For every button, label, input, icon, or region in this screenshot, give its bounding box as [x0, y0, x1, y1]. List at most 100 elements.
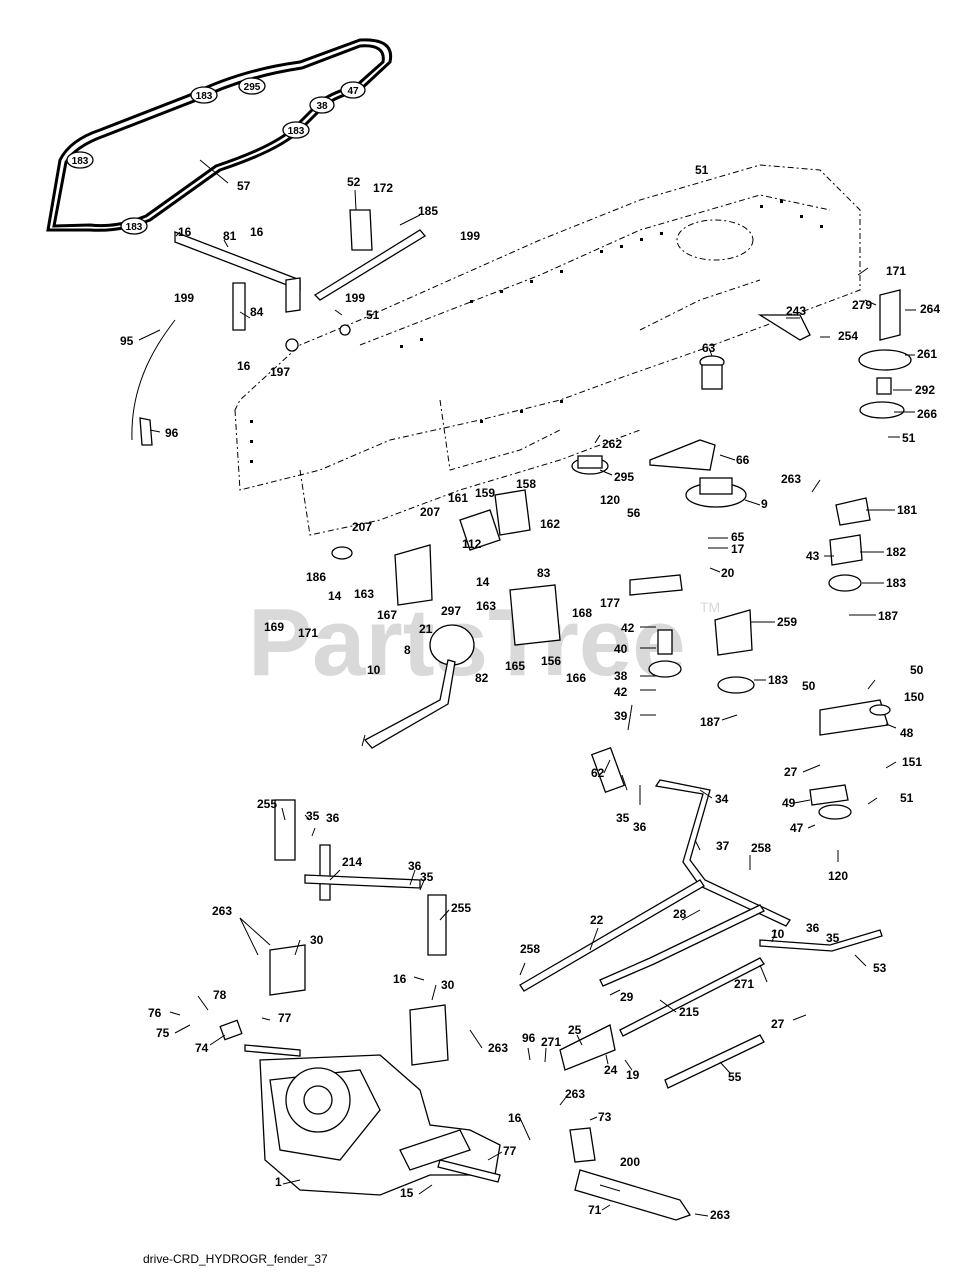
label-183-b: 183: [768, 673, 788, 687]
watermark-tm: TM: [700, 599, 720, 615]
belt-callouts: 183 295 47 38 183 183 183: [66, 77, 366, 235]
label-159: 159: [475, 486, 495, 500]
label-51-b: 51: [695, 163, 709, 177]
label-35-d: 35: [826, 931, 840, 945]
label-158: 158: [516, 477, 536, 491]
label-207-b: 207: [420, 505, 440, 519]
label-36-d: 36: [806, 921, 820, 935]
label-262: 262: [602, 437, 622, 451]
label-66: 66: [736, 453, 750, 467]
label-259: 259: [777, 615, 797, 629]
label-20: 20: [721, 566, 735, 580]
lift-linkage: [131, 209, 426, 446]
label-19: 19: [626, 1068, 640, 1082]
frame-outline: [234, 164, 861, 536]
label-263-a: 263: [781, 472, 801, 486]
label-75: 75: [156, 1026, 170, 1040]
label-199-b: 199: [345, 291, 365, 305]
label-78: 78: [213, 988, 227, 1002]
label-35-c: 35: [420, 870, 434, 884]
label-21: 21: [419, 622, 433, 636]
label-120-a: 120: [600, 493, 620, 507]
label-171-b: 171: [298, 626, 318, 640]
callout-38: 38: [316, 101, 328, 112]
label-197: 197: [270, 365, 290, 379]
label-295: 295: [614, 470, 634, 484]
label-95: 95: [120, 334, 134, 348]
label-169: 169: [264, 620, 284, 634]
label-171: 171: [886, 264, 906, 278]
label-16-d: 16: [393, 972, 407, 986]
callout-295: 295: [244, 82, 261, 93]
label-151: 151: [902, 755, 922, 769]
label-82: 82: [475, 671, 489, 685]
label-266: 266: [917, 407, 937, 421]
label-243: 243: [786, 304, 806, 318]
label-14-b: 14: [476, 575, 490, 589]
label-165: 165: [505, 659, 525, 673]
diagram-caption: drive-CRD_HYDROGR_fender_37: [143, 1252, 328, 1266]
frame-holes: [250, 200, 823, 463]
label-65: 65: [731, 530, 745, 544]
label-57: 57: [237, 179, 251, 193]
callout-183-b: 183: [288, 126, 305, 137]
label-34: 34: [715, 792, 729, 806]
label-38: 38: [614, 669, 628, 683]
label-63: 63: [702, 341, 716, 355]
label-56: 56: [627, 506, 641, 520]
label-199-a: 199: [460, 229, 480, 243]
label-96: 96: [165, 426, 179, 440]
label-271-a: 271: [734, 977, 754, 991]
middle-brackets: [331, 489, 561, 749]
label-255-b: 255: [451, 901, 471, 915]
drive-belt: [46, 38, 393, 232]
label-53: 53: [873, 961, 887, 975]
label-35-a: 35: [616, 811, 630, 825]
label-10-a: 10: [367, 663, 381, 677]
label-161: 161: [448, 491, 468, 505]
label-51-a: 51: [366, 308, 380, 322]
label-22: 22: [590, 913, 604, 927]
label-74: 74: [195, 1041, 209, 1055]
label-71: 71: [588, 1203, 602, 1217]
label-29: 29: [620, 990, 634, 1004]
label-163-b: 163: [476, 599, 496, 613]
label-263-e: 263: [710, 1208, 730, 1222]
label-50-b: 50: [910, 663, 924, 677]
label-199-c: 199: [174, 291, 194, 305]
label-30-b: 30: [441, 978, 455, 992]
label-47: 47: [790, 821, 804, 835]
label-51-c: 51: [902, 431, 916, 445]
label-182: 182: [886, 545, 906, 559]
label-42-b: 42: [614, 685, 628, 699]
label-39: 39: [614, 709, 628, 723]
label-150: 150: [904, 690, 924, 704]
label-52: 52: [347, 175, 361, 189]
label-8: 8: [404, 643, 411, 657]
label-258-b: 258: [520, 942, 540, 956]
label-167: 167: [377, 608, 397, 622]
label-36-c: 36: [408, 859, 422, 873]
label-24: 24: [604, 1063, 618, 1077]
label-254: 254: [838, 329, 858, 343]
transaxle: [244, 1044, 501, 1196]
label-258-a: 258: [751, 841, 771, 855]
label-27-a: 27: [784, 765, 798, 779]
label-181: 181: [897, 503, 917, 517]
label-16-a: 16: [178, 225, 192, 239]
label-35-b: 35: [306, 809, 320, 823]
label-49: 49: [782, 796, 796, 810]
part-labels: 57 52 172 185 16 81 16 199 199 51 84 199…: [120, 163, 940, 1222]
label-77-a: 77: [278, 1011, 292, 1025]
label-16-c: 16: [237, 359, 251, 373]
label-42-a: 42: [621, 621, 635, 635]
label-25: 25: [568, 1023, 582, 1037]
lower-linkage: [219, 746, 883, 1221]
label-292: 292: [915, 383, 935, 397]
label-16-e: 16: [508, 1111, 522, 1125]
label-55: 55: [728, 1070, 742, 1084]
label-162: 162: [540, 517, 560, 531]
label-297: 297: [441, 604, 461, 618]
label-183-a: 183: [886, 576, 906, 590]
label-120-b: 120: [828, 869, 848, 883]
